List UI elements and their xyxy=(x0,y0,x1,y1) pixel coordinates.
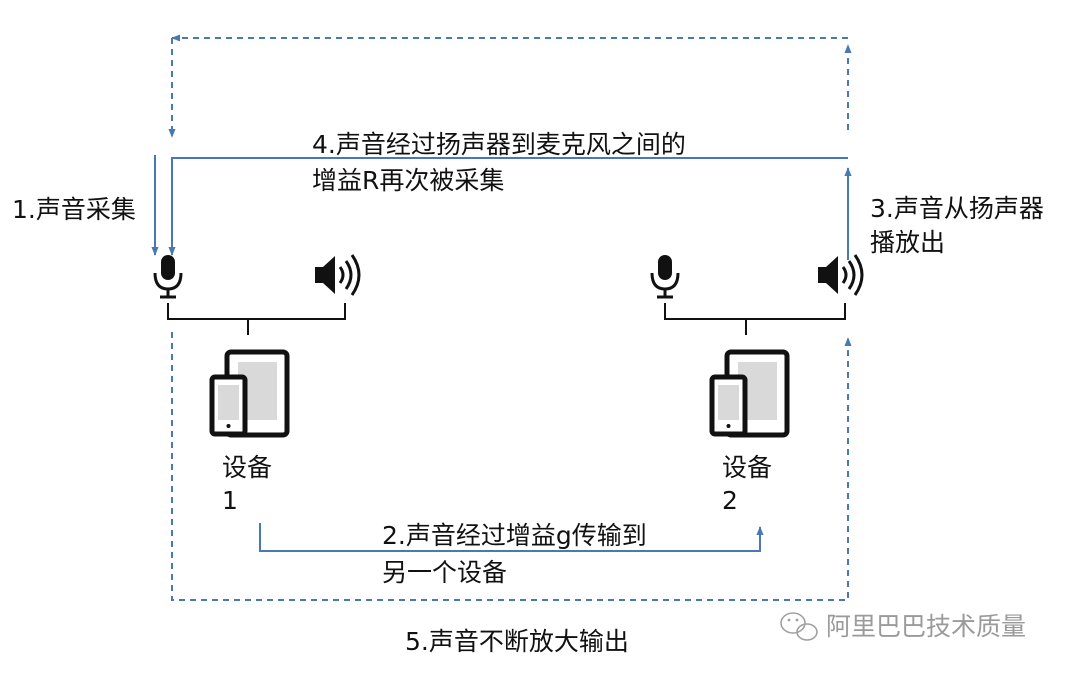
gain-r-arrow xyxy=(168,157,848,256)
step5-label: 5.声音不断放大输出 xyxy=(405,627,629,656)
step1-label: 1.声音采集 xyxy=(12,195,136,224)
device-1-group xyxy=(153,254,361,438)
tablet-phone-icon xyxy=(709,349,790,438)
step2-label-line2: 另一个设备 xyxy=(382,558,508,587)
wechat-icon xyxy=(780,612,818,641)
transmission-arrow xyxy=(259,523,764,552)
dashed-loop-arrows xyxy=(168,34,852,601)
step3-label-line1: 3.声音从扬声器 xyxy=(870,194,1044,223)
device-2-group xyxy=(650,254,864,438)
device-bracket xyxy=(167,303,346,335)
microphone-icon xyxy=(650,255,680,299)
speaker-icon xyxy=(315,254,361,296)
microphone-icon xyxy=(153,255,183,299)
step2-label-line1: 2.声音经过增益g传输到 xyxy=(382,521,647,550)
step3-label-line2: 播放出 xyxy=(870,228,946,257)
device-1-label-line1: 设备 xyxy=(222,453,273,482)
speaker-icon xyxy=(818,254,864,296)
tablet-phone-icon xyxy=(209,349,290,438)
step4-label-line1: 4.声音经过扬声器到麦克风之间的 xyxy=(312,130,686,159)
device-1-label-line2: 1 xyxy=(222,486,238,515)
step4-label-line2: 增益R再次被采集 xyxy=(312,166,505,195)
device-2-label-line2: 2 xyxy=(722,486,738,515)
watermark-text: 阿里巴巴技术质量 xyxy=(826,612,1027,641)
device-bracket xyxy=(664,303,846,335)
device-2-label-line1: 设备 xyxy=(722,453,773,482)
